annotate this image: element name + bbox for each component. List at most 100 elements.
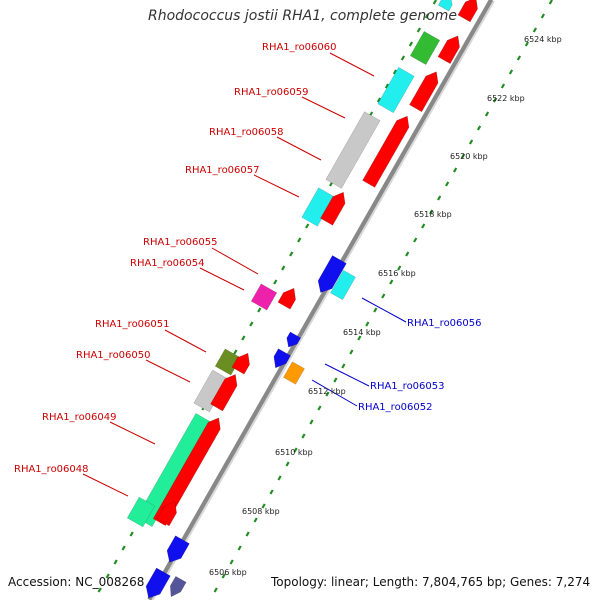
cds-arrow [457,0,478,23]
guide-dot [349,349,354,355]
gene-label[interactable]: RHA1_ro06048 [14,464,89,475]
guide-dot [229,559,234,565]
guide-dot [237,545,242,551]
cds-arrow [320,191,346,226]
cds-arrow [437,35,460,64]
kbp-tick-label: 6512 kbp [308,387,346,396]
gene-label[interactable]: RHA1_ro06057 [185,165,260,176]
guide-dot [421,223,426,229]
guide-dot [445,181,450,187]
guide-dot [397,265,402,271]
guide-dot [121,545,126,551]
gene-label[interactable]: RHA1_ro06051 [95,319,170,330]
label-leader [253,174,300,198]
guide-dot [309,419,314,425]
guide-dot [325,391,330,397]
guide-dot [233,349,238,355]
kbp-tick-label: 6520 kbp [450,152,488,161]
guide-dot [213,587,218,593]
gene-label[interactable]: RHA1_ro06055 [143,237,218,248]
kbp-tick-label: 6506 kbp [209,568,247,577]
guide-dot [432,0,437,5]
cds-arrow [152,417,221,526]
gene-block [250,283,278,311]
kbp-tick-label: 6516 kbp [378,269,416,278]
guide-dot [416,27,422,33]
guide-dot [381,293,386,299]
guide-dot [484,111,490,117]
guide-dot [392,69,398,75]
guide-dot [301,433,306,439]
guide-dot [460,153,466,159]
topology-text: Topology: linear; Length: 7,804,765 bp; … [271,575,591,589]
guide-dot [373,307,378,313]
gene-label[interactable]: RHA1_ro06050 [76,350,151,361]
guide-dot [249,321,254,327]
gene-block [330,269,356,301]
gene-label[interactable]: RHA1_ro06060 [262,42,337,53]
gene-block [283,361,305,385]
label-leader [276,136,322,161]
gene-label[interactable]: RHA1_ro06054 [130,258,205,269]
label-leader [109,421,156,445]
guide-dot [297,237,302,243]
label-leader [324,363,370,387]
label-leader [329,52,375,77]
guide-dot [492,97,498,103]
gene-block [325,111,381,189]
cds-arrow [277,287,296,310]
gene-label[interactable]: RHA1_ro06049 [42,412,117,423]
guide-dot [97,587,102,593]
guide-dot [384,83,390,89]
gene-block [409,31,441,65]
guide-dot [261,503,266,509]
guide-dot [365,321,370,327]
guide-dot [285,461,290,467]
guide-dot [413,237,418,243]
cds-arrow [156,501,177,527]
guide-dot [476,125,482,131]
guide-dot [253,517,258,523]
guide-dot [305,223,310,229]
guide-dot [500,83,506,89]
genes [126,0,478,599]
guide-dot [357,335,362,341]
label-leader [301,96,346,119]
guide-dot [269,489,274,495]
guide-dot [389,279,394,285]
kbp-tick-label: 6514 kbp [343,328,381,337]
gene-label[interactable]: RHA1_ro06058 [209,127,284,138]
guide-dot [273,279,278,285]
guide-dot [341,363,346,369]
guide-dot [221,573,226,579]
gene-arrow-minus [145,567,171,599]
gene-label[interactable]: RHA1_ro06056 [407,318,482,329]
guide-dot [241,335,246,341]
genome-backbone [147,0,495,600]
guide-dot [293,447,298,453]
guide-dot [105,573,110,579]
kbp-tick-label: 6522 kbp [487,94,525,103]
guide-dot [408,41,414,47]
guide-dot [317,405,322,411]
kbp-tick-label: 6510 kbp [275,448,313,457]
label-leader [311,379,358,407]
guide-dot [540,13,545,19]
cds-arrow [231,352,250,375]
gene-label[interactable]: RHA1_ro06059 [234,87,309,98]
guide-dot [548,0,553,5]
guide-dot [245,531,250,537]
label-leader [211,247,259,275]
guide-dot [424,13,429,19]
guide-dot [524,41,530,47]
gene-label[interactable]: RHA1_ro06052 [358,402,433,413]
guide-dot [453,167,458,173]
gene-label[interactable]: RHA1_ro06053 [370,381,445,392]
guide-dot [113,559,118,565]
genome-title: Rhodococcus jostii RHA1, complete genome [148,8,458,24]
guide-dot [532,27,538,33]
gene-arrow-minus [273,348,291,369]
label-leader [361,297,407,323]
kbp-tick-label: 6524 kbp [524,35,562,44]
